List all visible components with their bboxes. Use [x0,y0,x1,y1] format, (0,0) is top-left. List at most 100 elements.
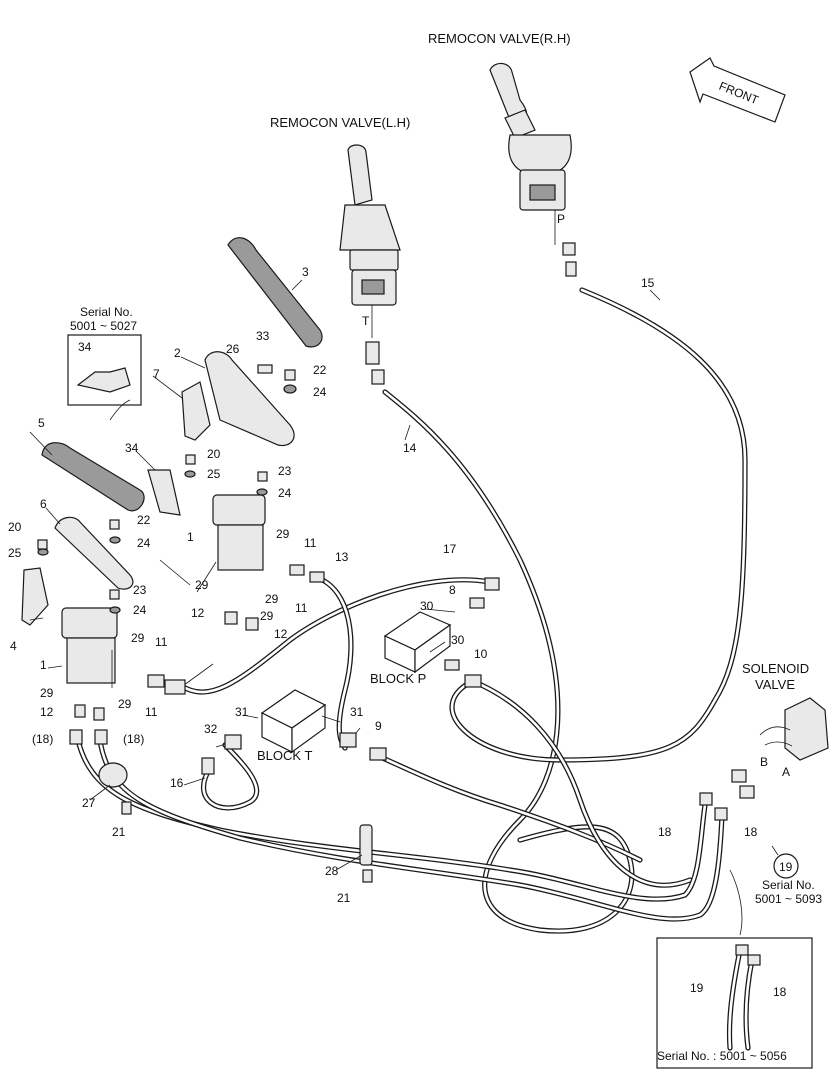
hose-9 [375,753,643,863]
label-21-b: 21 [337,891,351,905]
title-block-p: BLOCK P [370,671,426,686]
front-arrow: FRONT [689,57,786,123]
serial-top-range: 5001 ~ 5027 [70,319,137,333]
remocon-valve-lh [339,144,401,385]
label-29-b: 29 [195,578,209,592]
hose-17 [177,577,493,695]
label-29-d: 29 [260,609,274,623]
label-26: 26 [226,342,240,356]
label-17: 17 [443,542,457,556]
label-11-c: 11 [155,635,168,649]
label-4: 4 [10,639,17,653]
label-20-mid: 20 [207,447,221,461]
label-12-b: 12 [274,627,288,641]
label-6: 6 [40,497,47,511]
serial-right-label: Serial No. [762,878,815,892]
hose-10 [467,677,693,888]
label-13: 13 [335,550,349,564]
port-p-label: P [557,212,565,226]
label-12-a: 12 [191,606,205,620]
title-valve: VALVE [755,677,795,692]
label-14: 14 [403,441,417,455]
circle-19 [773,853,799,879]
label-27: 27 [82,796,96,810]
hose-18-right [97,737,725,922]
label-30-b: 30 [451,633,465,647]
hose-16 [201,742,260,811]
title-block-t: BLOCK T [257,748,312,763]
block-p [383,611,452,674]
label-29-f: 29 [118,697,132,711]
pedal-5 [41,442,145,512]
label-23-left: 23 [133,583,147,597]
detail-hoses [726,947,755,1051]
label-p18-left: (18) [32,732,53,746]
label-24-left: 24 [137,536,151,550]
detail-part-34 [76,367,131,393]
label-20-left: 20 [8,520,22,534]
label-1-lower: 1 [40,658,47,672]
label-34: 34 [125,441,139,455]
label-18-a: 18 [658,825,672,839]
label-10: 10 [474,647,488,661]
label-25-mid: 25 [207,467,221,481]
bracket-7 [181,381,211,441]
label-24-mid: 24 [278,486,292,500]
block-t [260,689,327,754]
bracket-2 [204,351,295,447]
label-33: 33 [256,329,270,343]
clamp-27 [98,762,128,788]
detail-arrow-top-left [109,399,131,421]
label-23-mid: 23 [278,464,292,478]
clamp-28 [359,824,373,866]
label-32: 32 [204,722,218,736]
label-29-a: 29 [276,527,290,541]
small-fittings [37,364,761,966]
label-7: 7 [153,367,160,381]
label-5: 5 [38,416,45,430]
bracket-4 [21,567,49,626]
label-11-a: 11 [304,536,317,550]
label-22-top: 22 [313,363,327,377]
detail-box-top-left [67,334,142,406]
port-t-label: T [362,314,370,328]
solenoid-valve [731,697,829,799]
pedal-3 [227,237,323,348]
label-31-b: 31 [350,705,364,719]
label-3: 3 [302,265,309,279]
label-22-left: 22 [137,513,151,527]
serial-top-label: Serial No. [80,305,133,319]
serial-bottom: Serial No. : 5001 ~ 5056 [657,1049,787,1063]
bracket-34 [147,469,181,516]
label-15: 15 [641,276,655,290]
label-1-upper: 1 [187,530,194,544]
arrow-19 [771,845,779,856]
hose-15 [449,287,748,763]
detail-arrow-bottom-right [729,869,743,936]
label-2: 2 [174,346,181,360]
title-remocon-lh: REMOCON VALVE(L.H) [270,115,410,130]
label-29-c: 29 [265,592,279,606]
label-8: 8 [449,583,456,597]
pilot-valve-1-upper [212,494,266,571]
label-30-a: 30 [420,599,434,613]
remocon-valve-rh [489,62,577,277]
label-24-top: 24 [313,385,327,399]
port-b-label: B [760,755,768,769]
label-p18-right: (18) [123,732,144,746]
port-a-label: A [782,765,790,779]
label-11-d: 11 [145,705,158,719]
label-16: 16 [170,776,184,790]
label-25-left: 25 [8,546,22,560]
label-18-b: 18 [744,825,758,839]
bracket-6 [54,516,134,590]
title-remocon-rh: REMOCON VALVE(R.H) [428,31,571,46]
hose-14 [382,389,635,934]
label-31-a: 31 [235,705,249,719]
label-34-detail: 34 [78,340,92,354]
label-28: 28 [325,864,339,878]
label-12-c: 12 [40,705,54,719]
pilot-valve-1-lower [61,607,118,684]
serial-right-range: 5001 ~ 5093 [755,892,822,906]
